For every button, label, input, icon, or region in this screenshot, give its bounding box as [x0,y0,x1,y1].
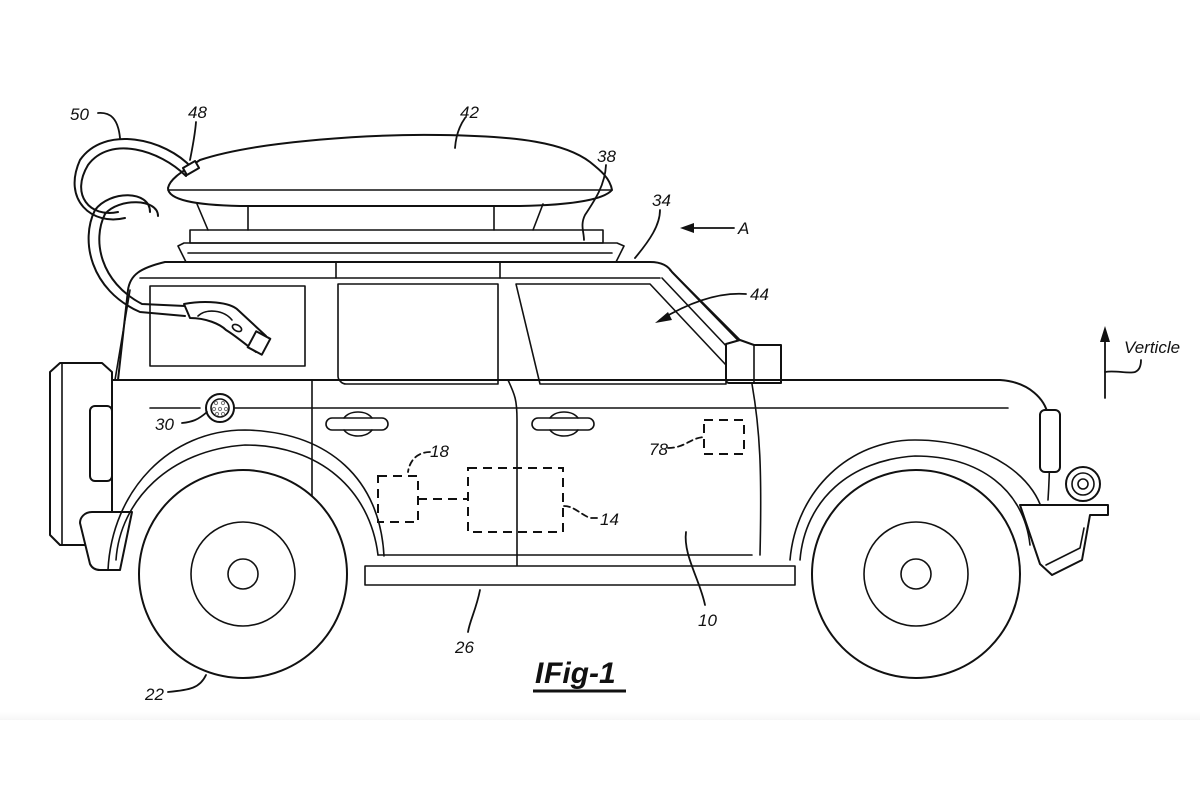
vehicle-body [49,261,1109,586]
patent-drawing-sheet: 50 48 42 38 34 A 44 Verticle 30 18 14 78… [0,103,1200,720]
rear-wheel [138,469,348,679]
leader-14 [563,505,599,519]
ref-label-26: 26 [454,638,474,657]
ref-label-30: 30 [155,415,174,434]
ref-label-18: 18 [430,442,449,461]
ref-label-42: 42 [460,103,479,122]
leader-10 [684,531,706,606]
ref-label-38: 38 [597,147,616,166]
view-arrow [680,223,735,233]
front-wheel [811,469,1021,679]
ref-label-10: 10 [698,611,717,630]
figure-title-text: Fig-1 [544,657,616,690]
ref-label-22: 22 [144,685,164,704]
ref-label-50: 50 [70,105,89,124]
charge-cable [73,138,272,356]
vertical-arrow [1100,326,1142,399]
leader-38 [581,164,607,241]
leader-78 [667,436,705,449]
direction-label: Verticle [1124,338,1180,357]
controller-block [467,467,564,533]
door-handle-front [531,411,595,437]
leader-26 [467,589,481,633]
figure-title-prefix: I [535,657,544,690]
ref-label-78: 78 [649,440,668,459]
figure-title: I Fig-1 [533,657,626,693]
leader-50 [97,112,121,139]
leader-34 [634,209,661,259]
ref-label-48: 48 [188,103,207,122]
module-block [703,419,745,455]
view-arrow-label: A [737,219,749,238]
charge-port [205,393,235,423]
leader-44 [659,292,747,321]
battery-block [377,475,419,523]
ref-label-34: 34 [652,191,671,210]
cargo-box [167,133,613,231]
page-edge [0,712,1200,720]
door-handle-rear [325,411,389,437]
leader-48 [189,121,197,161]
ref-label-44: 44 [750,285,769,304]
leader-42 [454,117,466,149]
roof-rack [177,229,625,263]
ref-label-14: 14 [600,510,619,529]
leader-30 [181,411,208,424]
leader-18 [407,451,431,473]
leader-22 [167,674,207,693]
vehicle-drawing: 50 48 42 38 34 A 44 Verticle 30 18 14 78… [49,103,1180,704]
